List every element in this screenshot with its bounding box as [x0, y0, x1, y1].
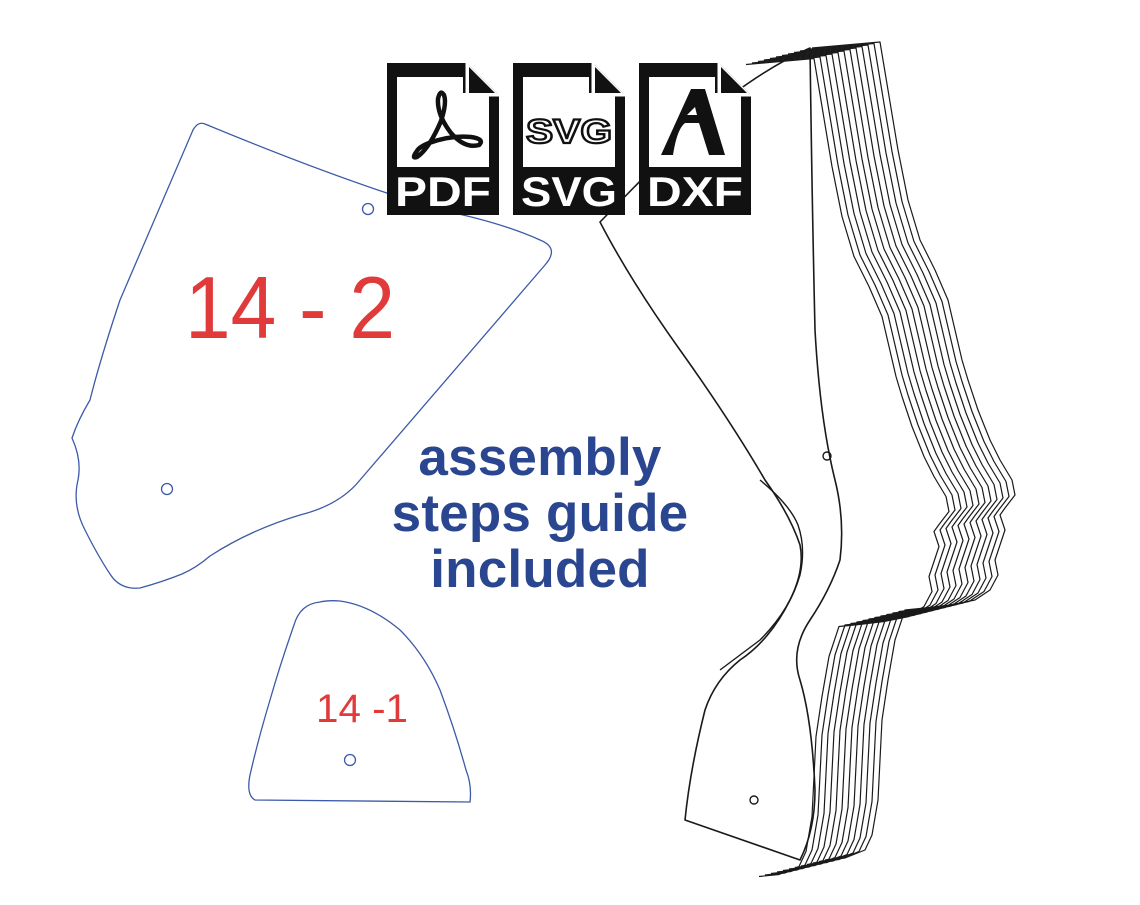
svg-icon: SVG [526, 113, 612, 151]
layered-head-sculpture [599, 41, 1016, 878]
sculpture-layer [793, 45, 998, 866]
sculpture-layer [763, 53, 968, 873]
part-outline [71, 122, 552, 589]
cut-part-14-1: 14 -1 [248, 600, 472, 803]
adobe-acrobat-icon [411, 90, 483, 160]
sculpture-layer [745, 57, 950, 878]
part-label: 14 - 2 [185, 258, 395, 357]
format-label: PDF [395, 168, 491, 215]
tagline-line: assembly [418, 428, 662, 487]
sculpture-layer [751, 56, 956, 876]
sculpture-front-panel [599, 47, 843, 861]
peg-hole [361, 202, 375, 216]
sculpture-layer [787, 47, 992, 867]
format-badge-dxf: DXF [639, 63, 751, 215]
format-label: DXF [647, 168, 743, 215]
sculpture-layers [745, 41, 1016, 878]
sculpture-layer [775, 50, 980, 870]
tagline-line: steps guide [391, 484, 689, 543]
format-label: SVG [521, 168, 617, 215]
sculpture-layer [811, 41, 1016, 861]
peg-hole [160, 482, 174, 496]
peg-hole [343, 753, 357, 767]
format-badge-svg: SVG SVG [513, 63, 625, 215]
sculpture-support-curve [719, 479, 804, 671]
sculpture-layer [769, 51, 974, 872]
sculpture-layer [799, 44, 1004, 864]
part-label: 14 -1 [316, 687, 408, 731]
sculpture-layer [805, 42, 1010, 863]
tagline-line: included [430, 540, 650, 599]
assembly-guide-tagline: assembly steps guide included [360, 430, 720, 598]
sculpture-layer [781, 48, 986, 869]
format-badge-pdf: PDF [387, 63, 499, 215]
format-badges: PDF SVG SVG DXF [387, 63, 751, 215]
sculpture-layer [757, 54, 962, 875]
autodesk-icon [661, 89, 725, 155]
cut-part-14-2: 14 - 2 [71, 122, 552, 589]
peg-hole [749, 795, 759, 805]
part-outline [248, 600, 472, 803]
peg-hole [822, 451, 832, 461]
